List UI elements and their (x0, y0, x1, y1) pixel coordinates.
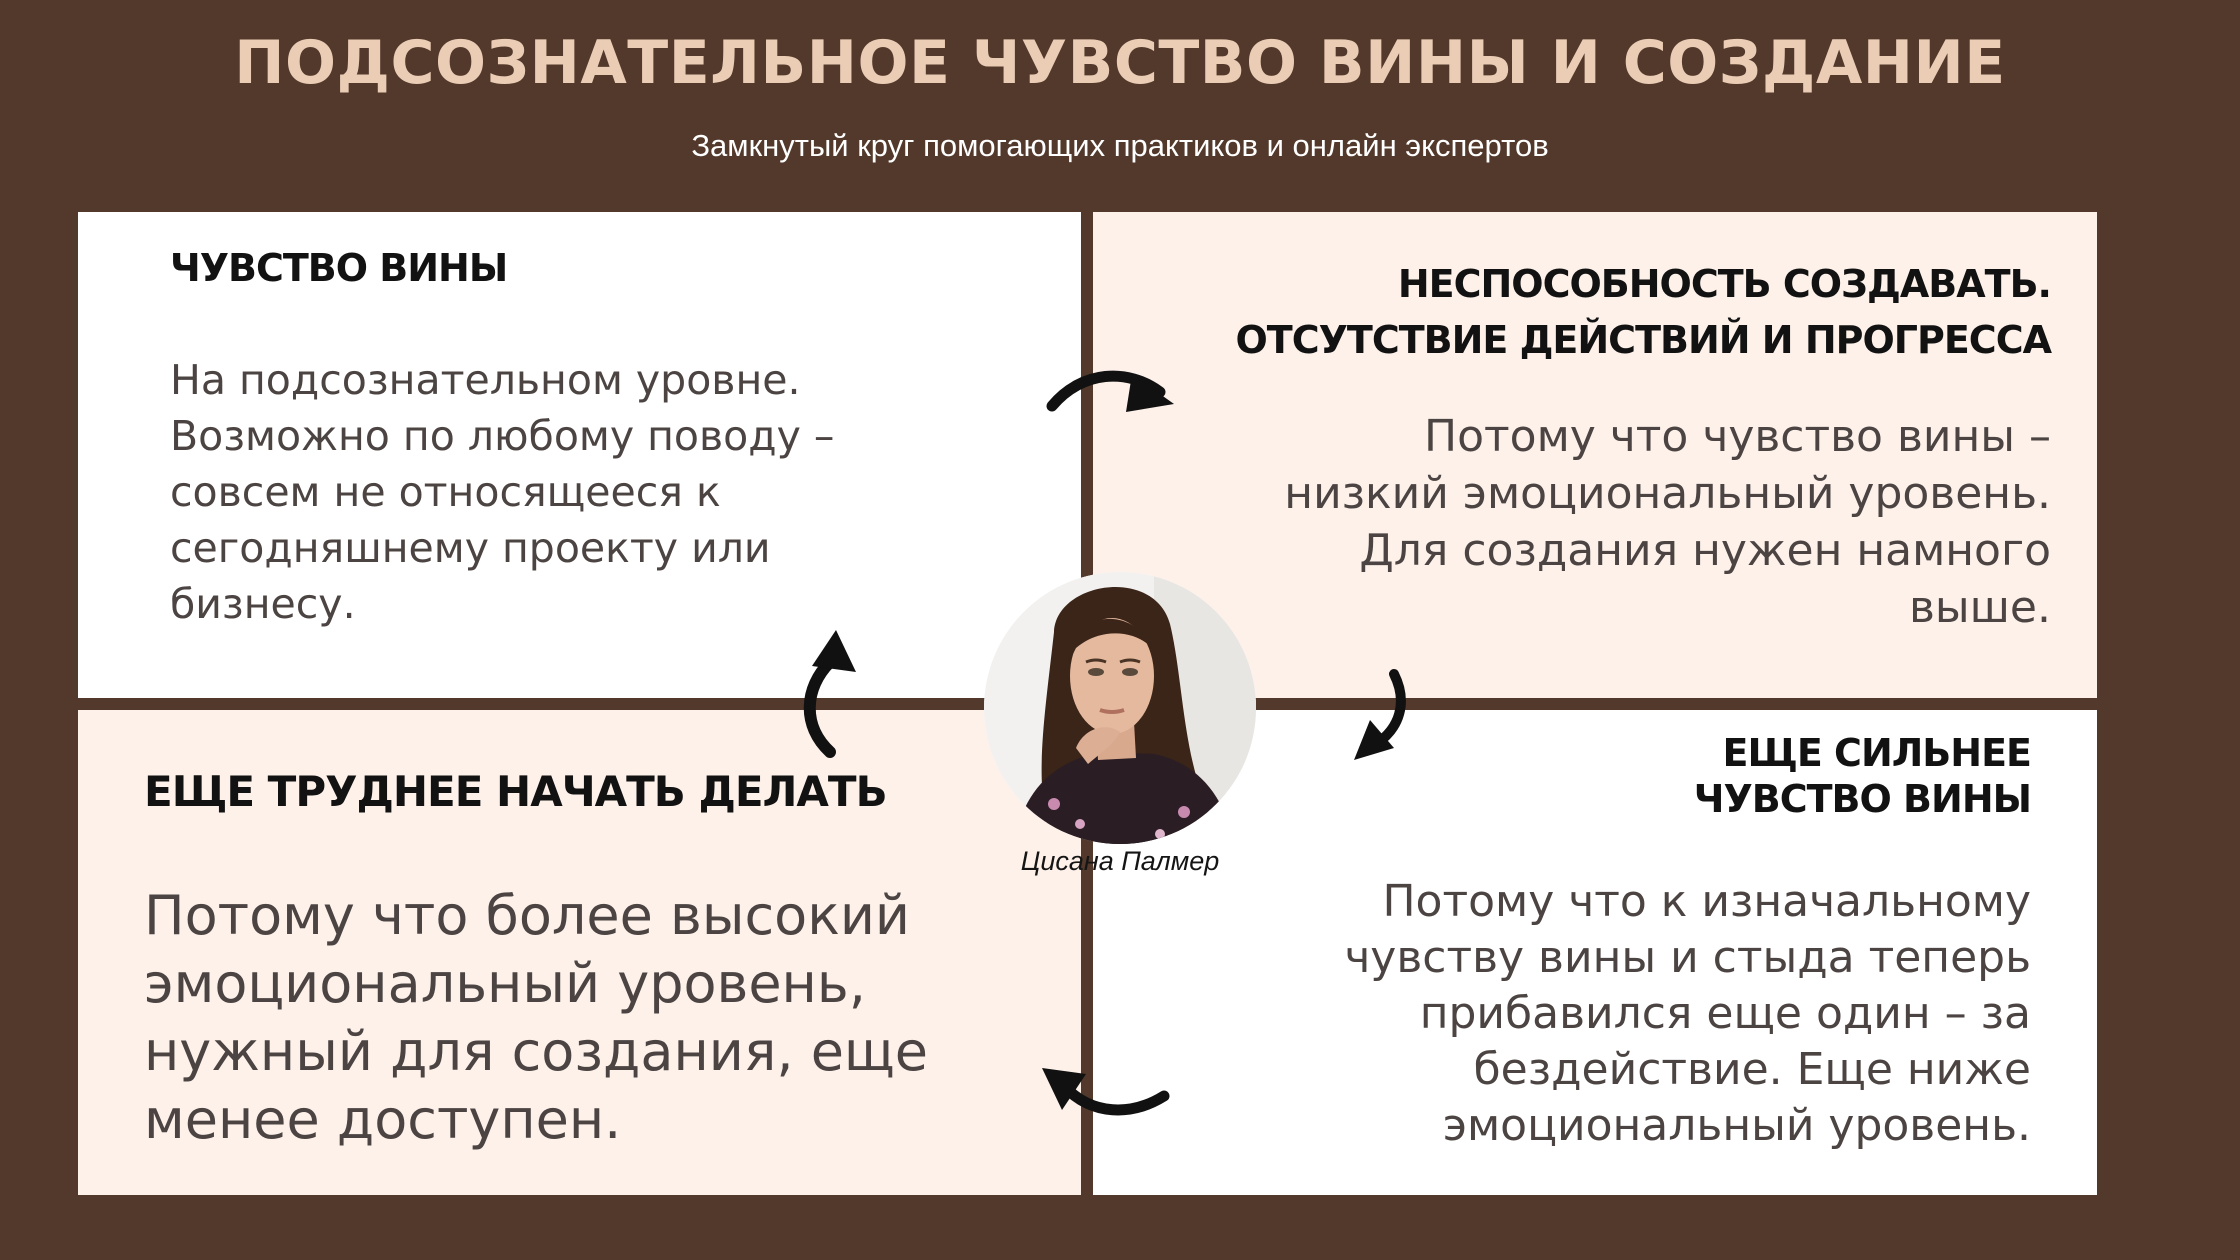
step-heading: ЕЩЕ ТРУДНЕЕ НАЧАТЬ ДЕЛАТЬ (144, 767, 888, 816)
page-title: ПОДСОЗНАТЕЛЬНОЕ ЧУВСТВО ВИНЫ И СОЗДАНИЕ (234, 28, 2006, 98)
curved-arrow-left-icon (1042, 1068, 1170, 1116)
step-description: Потому что к изначальному чувству вины и… (1344, 876, 2031, 1151)
step-description: Потому что более высокий эмоциональный у… (144, 884, 929, 1151)
step-description: Потому что чувство вины – низкий эмоцион… (1284, 411, 2051, 633)
step-heading: НЕСПОСОБНОСТЬ СОЗДАВАТЬ. ОТСУТСТВИЕ ДЕЙС… (1235, 262, 2052, 362)
cycle-step-inability: НЕСПОСОБНОСТЬ СОЗДАВАТЬ. ОТСУТСТВИЕ ДЕЙС… (1093, 212, 2097, 698)
curved-arrow-up-icon (803, 630, 856, 758)
curved-arrow-down-icon (1354, 669, 1406, 760)
cycle-step-stronger-guilt: ЕЩЕ СИЛЬНЕЕ ЧУВСТВО ВИНЫ Потому что к из… (1093, 710, 2097, 1195)
curved-arrow-right-icon (1046, 370, 1174, 412)
page-subtitle: Замкнутый круг помогающих практиков и он… (691, 128, 1549, 163)
step-heading: ЕЩЕ СИЛЬНЕЕ ЧУВСТВО ВИНЫ (1693, 731, 2032, 821)
step-heading: ЧУВСТВО ВИНЫ (170, 246, 508, 290)
author-portrait (984, 572, 1256, 844)
step-description: На подсознательном уровне. Возможно по л… (170, 356, 835, 628)
cycle-step-harder-to-start: ЕЩЕ ТРУДНЕЕ НАЧАТЬ ДЕЛАТЬ Потому что бол… (78, 710, 1081, 1195)
author-caption: Цисана Палмер (1020, 846, 1220, 876)
cycle-step-guilt: ЧУВСТВО ВИНЫ На подсознательном уровне. … (78, 212, 1081, 698)
